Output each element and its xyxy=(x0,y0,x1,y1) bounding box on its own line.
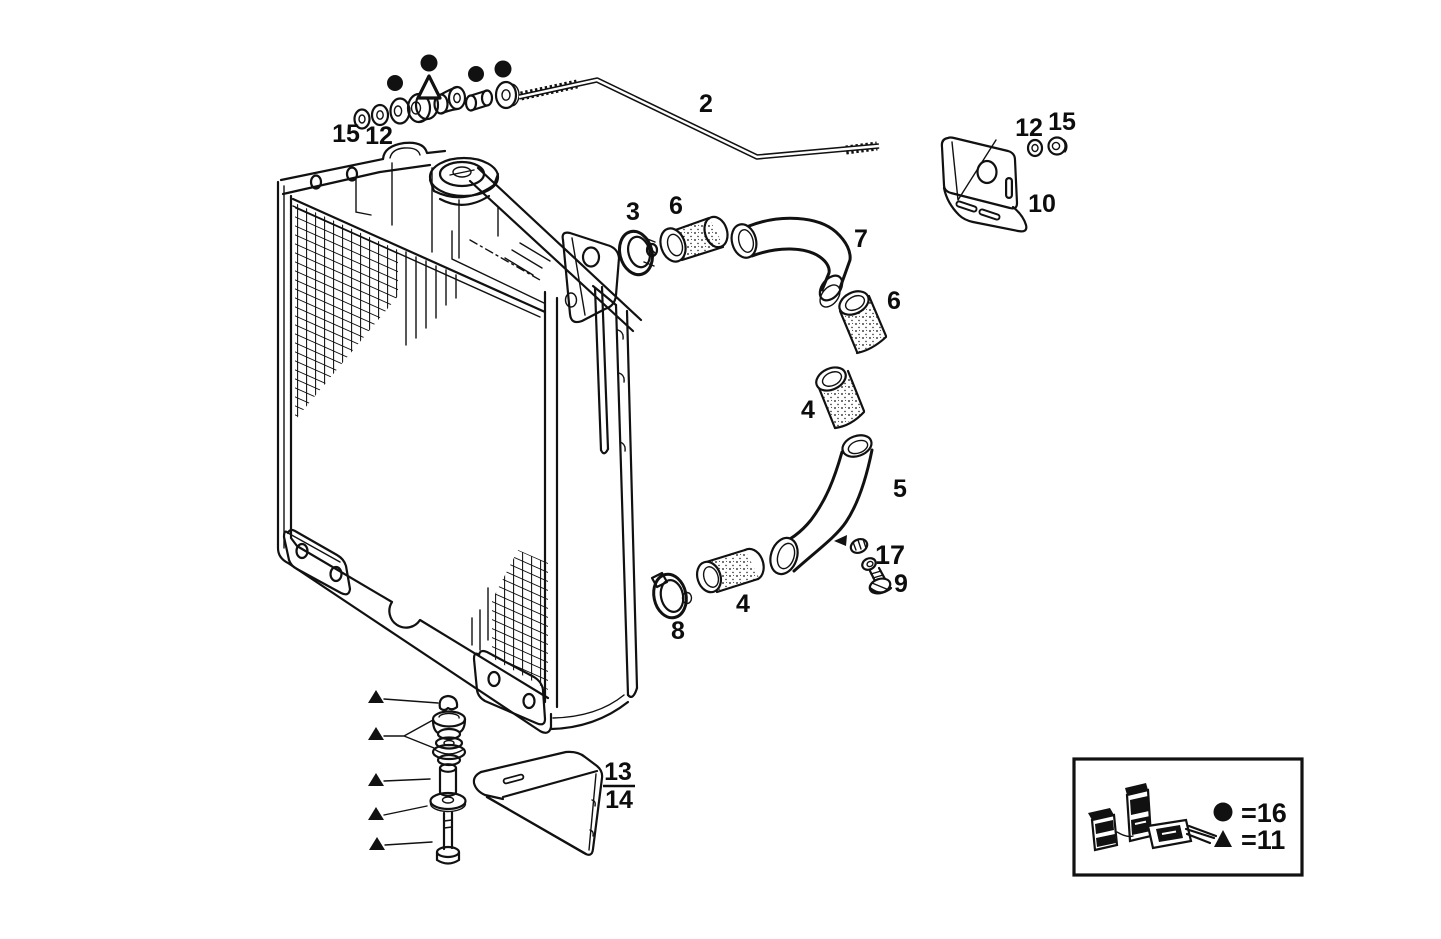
lower-hose-elbow xyxy=(769,434,874,576)
label-nut-front: 15 xyxy=(332,120,360,148)
hose-sleeve-middle xyxy=(838,290,888,355)
rubber-mount-upper xyxy=(431,710,467,741)
flat-washer xyxy=(389,97,411,125)
radiator-right-ear xyxy=(561,231,621,324)
core-grille-hatch-top xyxy=(295,203,398,420)
legend-triangle-value: =11 xyxy=(1241,825,1285,855)
legend-triangle-symbol xyxy=(1214,830,1232,847)
kit-bullet-markers xyxy=(387,54,512,91)
label-elbow-upper: 7 xyxy=(854,225,868,253)
cap-nut xyxy=(438,694,459,712)
label-sleeve-upper-right: 4 xyxy=(801,396,815,424)
label-sleeve-upper: 6 xyxy=(669,192,683,220)
core-grille-hatch-bottom xyxy=(492,550,548,690)
kit-triangle-marker xyxy=(416,74,442,100)
radiator-top-flange xyxy=(279,141,447,196)
legend-circle-value: =16 xyxy=(1241,798,1287,828)
overflow-tube xyxy=(593,285,610,455)
tank-seams xyxy=(468,166,643,333)
rubber-mount-lower xyxy=(431,736,467,767)
label-union-nut: 17 xyxy=(875,540,905,570)
label-sleeve-middle: 6 xyxy=(887,287,901,315)
nut-15 xyxy=(353,108,371,130)
spacer-sleeve xyxy=(438,763,458,797)
hose-clamp-lower xyxy=(650,571,693,620)
label-gusset-denominator: 14 xyxy=(605,786,633,814)
fastener-row xyxy=(353,54,520,130)
bracket-nut-15 xyxy=(1047,136,1068,156)
label-mounting-bracket: 10 xyxy=(1028,190,1056,218)
union-nut-17 xyxy=(834,535,869,554)
flanged-washer xyxy=(494,80,520,110)
stack-leader-lines xyxy=(383,698,439,846)
label-clamp-upper: 3 xyxy=(626,198,640,226)
label-sleeve-lower-left: 4 xyxy=(736,590,750,618)
hose-sleeve-lower-left xyxy=(695,547,765,594)
mount-stack xyxy=(368,690,467,865)
label-tie-rod: 2 xyxy=(699,90,713,118)
upper-hose-elbow xyxy=(730,216,852,308)
label-drain-screw: 9 xyxy=(894,570,908,598)
mount-washer xyxy=(429,791,467,813)
washer-12 xyxy=(370,103,390,127)
label-washer-front: 12 xyxy=(365,122,393,150)
stack-triangle-markers xyxy=(368,690,385,850)
hose-sleeve-upper xyxy=(659,215,729,263)
bracket-washer-12 xyxy=(1026,138,1044,158)
mounting-bracket-10 xyxy=(940,136,1028,233)
legend-circle-symbol xyxy=(1213,802,1233,822)
hose-sleeve-upper-right xyxy=(815,366,866,430)
legend-box: =16 =11 xyxy=(1072,757,1304,877)
label-gusset-numerator: 13 xyxy=(604,758,632,786)
hose-clamp-upper xyxy=(618,229,659,277)
label-clamp-lower: 8 xyxy=(671,617,685,645)
filler-cap xyxy=(428,156,500,206)
kit-packets xyxy=(1088,783,1218,852)
rubber-mount-cone xyxy=(433,85,467,115)
tank-panel-lines xyxy=(355,162,551,304)
label-elbow-lower: 5 xyxy=(893,475,907,503)
mount-bolt xyxy=(435,810,461,865)
tie-rod xyxy=(518,77,880,160)
radiator-frame xyxy=(276,180,639,734)
gusset-bracket xyxy=(472,750,604,856)
label-bracket-nut: 15 xyxy=(1048,108,1076,136)
radiator-bottom-bracket xyxy=(472,649,547,726)
radiator-lower-left-bracket xyxy=(282,528,352,596)
core-shading-lines xyxy=(405,251,489,651)
spacer-sleeve-small xyxy=(464,89,494,112)
label-bracket-washer: 12 xyxy=(1015,114,1043,142)
radiator xyxy=(276,141,643,734)
drain-screw-9 xyxy=(861,557,893,595)
